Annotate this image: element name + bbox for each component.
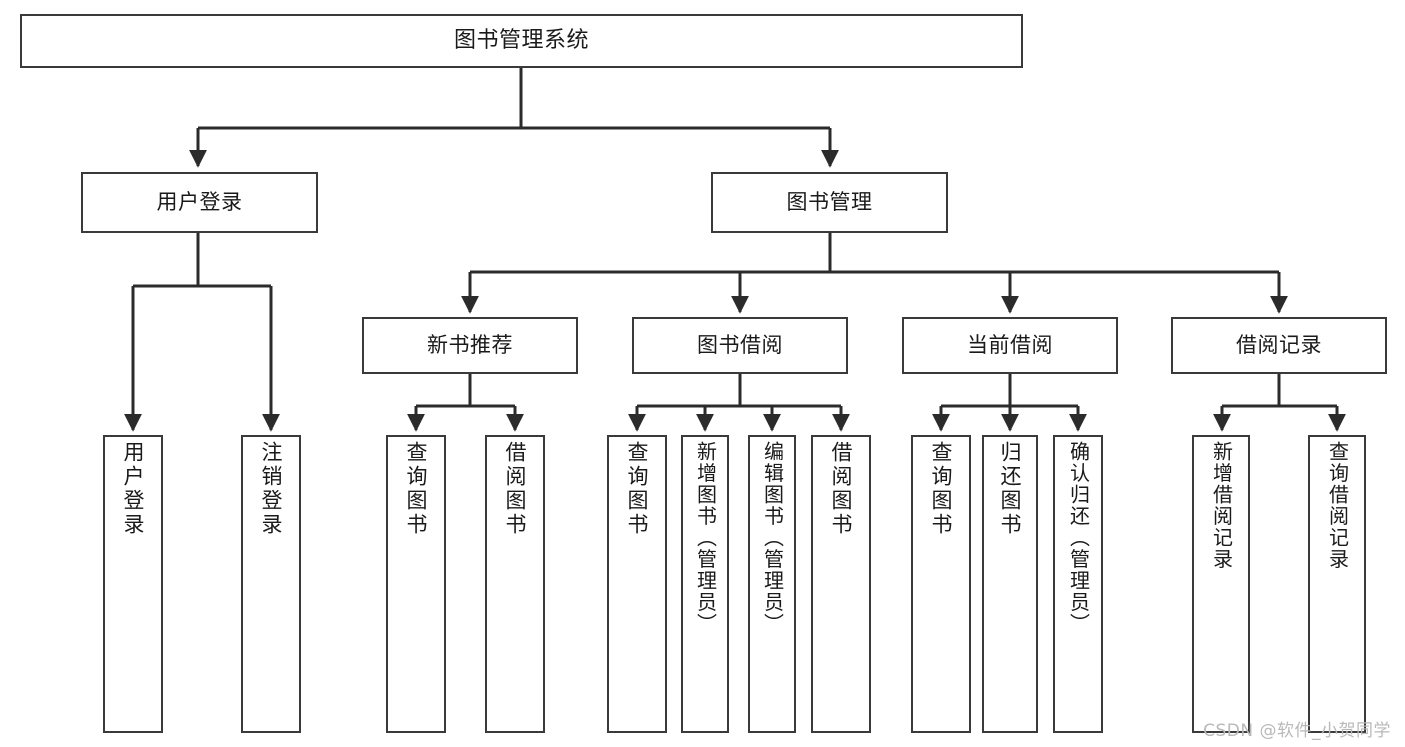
node-leaf-return-book[interactable]: 归还图书 [982, 435, 1038, 733]
node-leaf-borrow-book-1-label: 借阅图书 [503, 441, 528, 537]
node-leaf-add-book-label: 新增图书（管理员） [693, 441, 718, 635]
node-leaf-edit-book[interactable]: 编辑图书（管理员） [748, 435, 796, 733]
node-user-login-label: 用户登录 [156, 190, 243, 215]
node-borrow-record[interactable]: 借阅记录 [1171, 317, 1387, 374]
node-leaf-edit-book-label: 编辑图书（管理员） [760, 441, 785, 635]
node-leaf-return-book-label: 归还图书 [998, 441, 1023, 537]
node-leaf-add-book[interactable]: 新增图书（管理员） [681, 435, 729, 733]
node-leaf-query-book-2[interactable]: 查询图书 [607, 435, 667, 733]
node-new-book-rec[interactable]: 新书推荐 [362, 317, 578, 374]
node-leaf-logout-label: 注销登录 [259, 441, 284, 537]
node-leaf-borrow-book-2[interactable]: 借阅图书 [811, 435, 871, 733]
node-book-manage[interactable]: 图书管理 [711, 172, 948, 233]
node-leaf-query-record[interactable]: 查询借阅记录 [1308, 435, 1366, 733]
node-new-book-rec-label: 新书推荐 [427, 333, 513, 358]
node-root[interactable]: 图书管理系统 [20, 14, 1023, 68]
node-book-manage-label: 图书管理 [786, 190, 873, 215]
node-root-label: 图书管理系统 [453, 28, 589, 54]
node-leaf-confirm-return[interactable]: 确认归还（管理员） [1053, 435, 1103, 733]
node-leaf-query-book-2-label: 查询图书 [625, 441, 650, 537]
node-leaf-add-record-label: 新增借阅记录 [1209, 441, 1234, 570]
node-leaf-logout[interactable]: 注销登录 [241, 435, 301, 733]
node-leaf-add-record[interactable]: 新增借阅记录 [1192, 435, 1250, 733]
node-current-borrow[interactable]: 当前借阅 [902, 317, 1118, 374]
node-leaf-query-book-3[interactable]: 查询图书 [911, 435, 971, 733]
node-leaf-user-login[interactable]: 用户登录 [103, 435, 163, 733]
node-leaf-query-book-3-label: 查询图书 [929, 441, 954, 537]
node-leaf-query-record-label: 查询借阅记录 [1325, 441, 1350, 570]
node-borrow-record-label: 借阅记录 [1236, 333, 1322, 358]
node-leaf-confirm-return-label: 确认归还（管理员） [1066, 441, 1091, 635]
node-book-borrow-label: 图书借阅 [697, 333, 783, 358]
node-leaf-user-login-label: 用户登录 [121, 441, 146, 537]
node-book-borrow[interactable]: 图书借阅 [632, 317, 848, 374]
node-current-borrow-label: 当前借阅 [967, 333, 1053, 358]
node-leaf-borrow-book-1[interactable]: 借阅图书 [485, 435, 545, 733]
watermark: CSDN @软件_小贺同学 [1203, 721, 1391, 741]
node-user-login[interactable]: 用户登录 [81, 172, 318, 233]
node-leaf-borrow-book-2-label: 借阅图书 [829, 441, 854, 537]
node-leaf-query-book-1[interactable]: 查询图书 [386, 435, 446, 733]
node-leaf-query-book-1-label: 查询图书 [404, 441, 429, 537]
